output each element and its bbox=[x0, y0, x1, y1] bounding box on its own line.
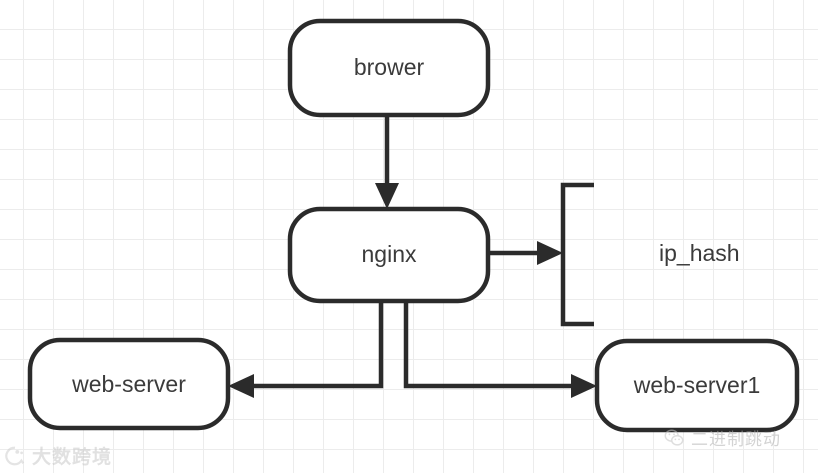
edge-nginx-to-web-server1 bbox=[403, 301, 597, 398]
node-nginx-shape bbox=[287, 206, 491, 304]
node-brower[interactable]: brower bbox=[287, 18, 491, 118]
node-web-server1-label: web-server1 bbox=[633, 372, 761, 398]
arrowhead-icon bbox=[228, 374, 254, 398]
edge-nginx-to-ip-hash bbox=[488, 241, 563, 265]
edge-brower-to-nginx bbox=[375, 115, 399, 209]
node-web-server-label: web-server bbox=[71, 371, 186, 397]
node-web-server1[interactable]: web-server1 bbox=[594, 338, 800, 433]
node-nginx-label: nginx bbox=[362, 241, 417, 267]
node-web-server[interactable]: web-server bbox=[27, 337, 231, 431]
edge-nginx-to-web-server bbox=[228, 301, 384, 398]
ip-hash-bracket-shape bbox=[560, 182, 594, 327]
node-nginx[interactable]: nginx bbox=[287, 206, 491, 304]
arrowhead-icon bbox=[537, 241, 563, 265]
node-ip-hash[interactable]: ip_hash bbox=[560, 182, 740, 327]
node-web-server-shape bbox=[27, 337, 231, 431]
node-brower-label: brower bbox=[354, 54, 425, 80]
node-web-server1-shape bbox=[594, 338, 800, 433]
arrowhead-icon bbox=[375, 183, 399, 209]
node-brower-shape bbox=[287, 18, 491, 118]
node-ip-hash-label: ip_hash bbox=[659, 240, 740, 266]
arrowhead-icon bbox=[571, 374, 597, 398]
